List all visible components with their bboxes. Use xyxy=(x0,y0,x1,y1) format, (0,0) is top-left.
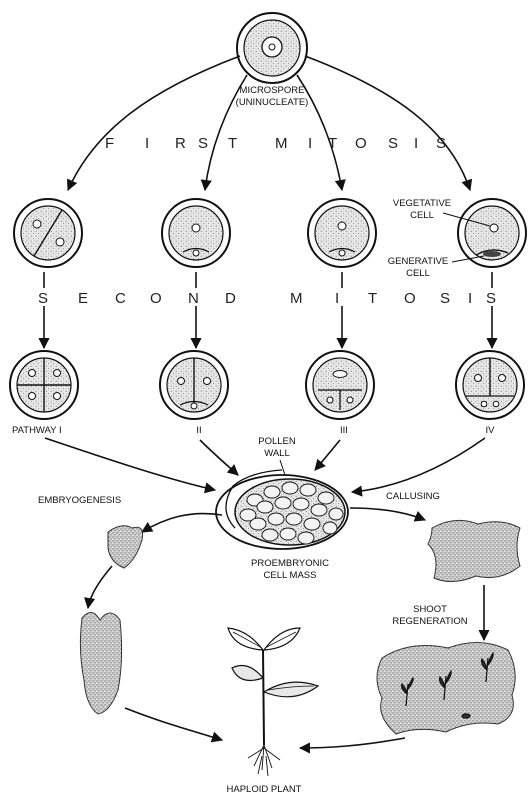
arrow-pathway-4-to-pollen xyxy=(352,438,485,492)
microspore-label: MICROSPORE xyxy=(240,85,305,96)
svg-text:I: I xyxy=(468,290,472,307)
embryogenesis-label: EMBRYOGENESIS xyxy=(38,495,121,506)
svg-text:F: F xyxy=(105,135,114,152)
svg-text:C: C xyxy=(115,290,126,307)
arrow-pathway-2-to-pollen xyxy=(200,440,238,475)
arrow-to-heart-embryo xyxy=(88,566,112,608)
proembryonic-cell-mass xyxy=(216,470,348,549)
cell-pathway-1-stage-2 xyxy=(10,351,78,419)
arrow-to-callus xyxy=(350,508,425,520)
svg-text:I: I xyxy=(414,135,418,152)
haploid-plant xyxy=(228,628,318,776)
svg-text:M: M xyxy=(290,290,303,307)
callus xyxy=(428,520,520,581)
svg-text:T: T xyxy=(328,135,337,152)
arrow-embryo-to-plant xyxy=(125,708,222,740)
cell-pathway-3-stage-2 xyxy=(306,351,374,419)
svg-text:E: E xyxy=(78,290,88,307)
cell-pathway-2-stage-2 xyxy=(160,351,228,419)
generative-cell-label: GENERATIVE xyxy=(388,256,449,267)
svg-text:O: O xyxy=(404,290,416,307)
svg-text:S: S xyxy=(388,135,398,152)
shoot-regeneration-label-2: REGENERATION xyxy=(392,616,467,627)
svg-text:R: R xyxy=(175,135,186,152)
cell-pathway-4-stage-2 xyxy=(456,351,524,419)
svg-text:M: M xyxy=(275,135,288,152)
svg-text:S: S xyxy=(486,290,496,307)
cell-pathway-2-stage-1 xyxy=(162,199,230,267)
pollen-wall-label: POLLEN xyxy=(258,436,296,447)
svg-text:S: S xyxy=(198,135,208,152)
cell-pathway-3-stage-1 xyxy=(308,199,376,267)
svg-text:T: T xyxy=(228,135,237,152)
arrow-pathway-3-to-pollen xyxy=(315,440,340,470)
arrow-first-mitosis-4 xyxy=(305,56,470,190)
regenerating-callus xyxy=(377,642,515,734)
proembryonic-label: PROEMBRYONIC xyxy=(251,558,329,569)
svg-text:N: N xyxy=(188,290,199,307)
arrow-to-embryo xyxy=(142,514,222,532)
haploid-plant-label: HAPLOID PLANT xyxy=(227,784,302,795)
pathway-3-label: III xyxy=(340,425,348,436)
pathway-1-label: PATHWAY I xyxy=(12,425,62,436)
pathway-4-label: IV xyxy=(486,425,496,436)
svg-text:S: S xyxy=(38,290,48,307)
cell-pathway-4-stage-1 xyxy=(458,199,526,267)
generative-cell-label-2: CELL xyxy=(406,268,430,279)
vegetative-cell-label: VEGETATIVE xyxy=(393,198,451,209)
microspore-sublabel: (UNINUCLEATE) xyxy=(236,97,309,108)
pathway-2-label: II xyxy=(196,425,201,436)
vegetative-cell-label-2: CELL xyxy=(410,210,434,221)
svg-text:I: I xyxy=(145,135,149,152)
svg-text:O: O xyxy=(150,290,162,307)
arrow-first-mitosis-1 xyxy=(68,56,240,190)
svg-text:S: S xyxy=(440,290,450,307)
globular-embryo xyxy=(108,526,143,568)
shoot-regeneration-label: SHOOT xyxy=(413,604,447,615)
cell-pathway-1-stage-1 xyxy=(14,199,82,267)
second-mitosis-text: S E C O N D M I T O S I S xyxy=(38,288,498,307)
svg-text:S: S xyxy=(436,135,446,152)
first-mitosis-text: F I R S T M I T O S I S xyxy=(105,135,446,152)
callusing-label: CALLUSING xyxy=(386,491,440,502)
arrow-callus-to-plant xyxy=(300,738,405,748)
proembryonic-label-2: CELL MASS xyxy=(264,570,317,581)
svg-text:I: I xyxy=(308,135,312,152)
heart-stage-embryo xyxy=(80,612,121,714)
svg-text:I: I xyxy=(335,290,339,307)
svg-text:T: T xyxy=(368,290,377,307)
microspore-cell xyxy=(237,13,307,83)
pollen-wall-label-2: WALL xyxy=(264,448,290,459)
svg-text:D: D xyxy=(225,290,236,307)
svg-text:O: O xyxy=(355,135,367,152)
arrow-pathway-1-to-pollen xyxy=(45,438,215,490)
